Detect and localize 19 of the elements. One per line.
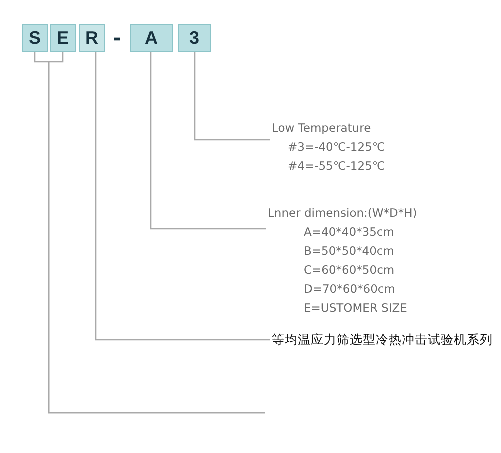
heading-text: Lnner dimension:(W*D*H) bbox=[268, 205, 418, 222]
code-letter-tile: 3 bbox=[178, 24, 211, 52]
option-text: #3=-40℃-125℃ bbox=[288, 139, 386, 156]
separator-dash: - bbox=[113, 25, 122, 52]
heading-text: Low Temperature bbox=[272, 120, 372, 137]
leader-line bbox=[150, 52, 266, 230]
option-text: E=USTOMER SIZE bbox=[304, 300, 408, 317]
code-letter-tile: S bbox=[22, 24, 48, 52]
option-text: #4=-55℃-125℃ bbox=[288, 158, 386, 175]
code-letter-tile: R bbox=[79, 24, 105, 52]
leader-line bbox=[95, 52, 270, 341]
leader-line bbox=[194, 52, 270, 141]
option-text: A=40*40*35cm bbox=[304, 224, 396, 241]
series-text: 等均温应力筛选型冷热冲击试验机系列 bbox=[272, 331, 493, 349]
option-text: C=60*60*50cm bbox=[304, 262, 396, 279]
option-text: B=50*50*40cm bbox=[304, 243, 396, 260]
option-text: D=70*60*60cm bbox=[304, 281, 396, 298]
code-letter-tile: A bbox=[130, 24, 173, 52]
code-letter-tile: E bbox=[50, 24, 76, 52]
